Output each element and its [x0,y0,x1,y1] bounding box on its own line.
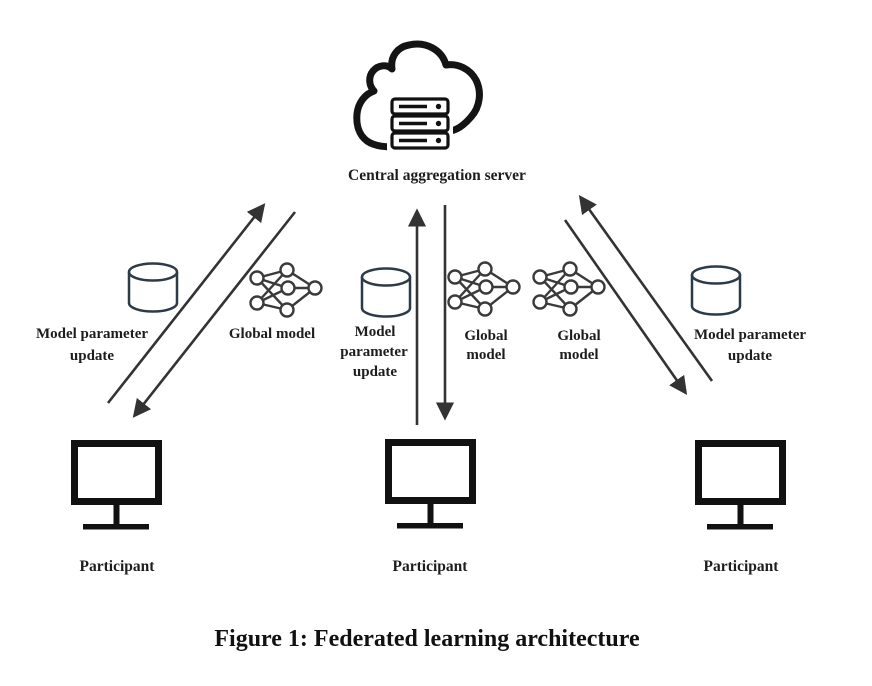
left-update-label-line1: Model parameter [36,326,148,342]
right-update-label-line1: Model parameter [694,327,806,343]
participant-middle: Participant [389,443,473,575]
left-global-label: Global model [229,326,315,342]
mid-global-1-label-line2: model [466,347,505,363]
participant-middle-label: Participant [393,558,469,575]
database-icon-right [690,265,742,316]
figure-caption: Figure 1: Federated learning architectur… [214,626,640,652]
neural-network-icon-middle-1 [447,261,521,317]
mid-update-label-line3: update [353,364,398,380]
monitor-icon-left [75,444,159,530]
left-update-label-line2: update [70,348,115,364]
participant-right-label: Participant [704,558,780,575]
mid-update-label-line2: parameter [340,344,408,360]
server-label: Central aggregation server [348,167,526,184]
participant-left-label: Participant [80,558,156,575]
mid-global-2-label-line2: model [559,347,598,363]
neural-network-icon-left [249,262,323,318]
arrow-download-right [563,219,688,395]
participant-left: Participant [75,444,159,575]
participant-right: Participant [699,444,783,575]
arrow-upload-right [578,195,714,382]
right-update-label-line2: update [728,348,773,364]
mid-global-2-label-line1: Global [557,328,600,344]
cloud-server-icon [353,40,483,152]
server-rack-2 [390,114,450,133]
database-icon-left [127,262,179,313]
database-icon-middle [360,267,412,318]
arrow-upload-left [106,203,266,404]
monitor-icon-right [699,444,783,530]
communication-arrows [106,195,714,425]
arrow-download-left [132,211,297,418]
server-rack-3 [390,131,450,150]
neural-network-icon-middle-2 [532,261,606,317]
mid-global-1-label-line1: Global [464,328,507,344]
mid-update-label-line1: Model [355,324,396,340]
monitor-icon-middle [389,443,473,529]
server-rack-1 [390,97,450,116]
